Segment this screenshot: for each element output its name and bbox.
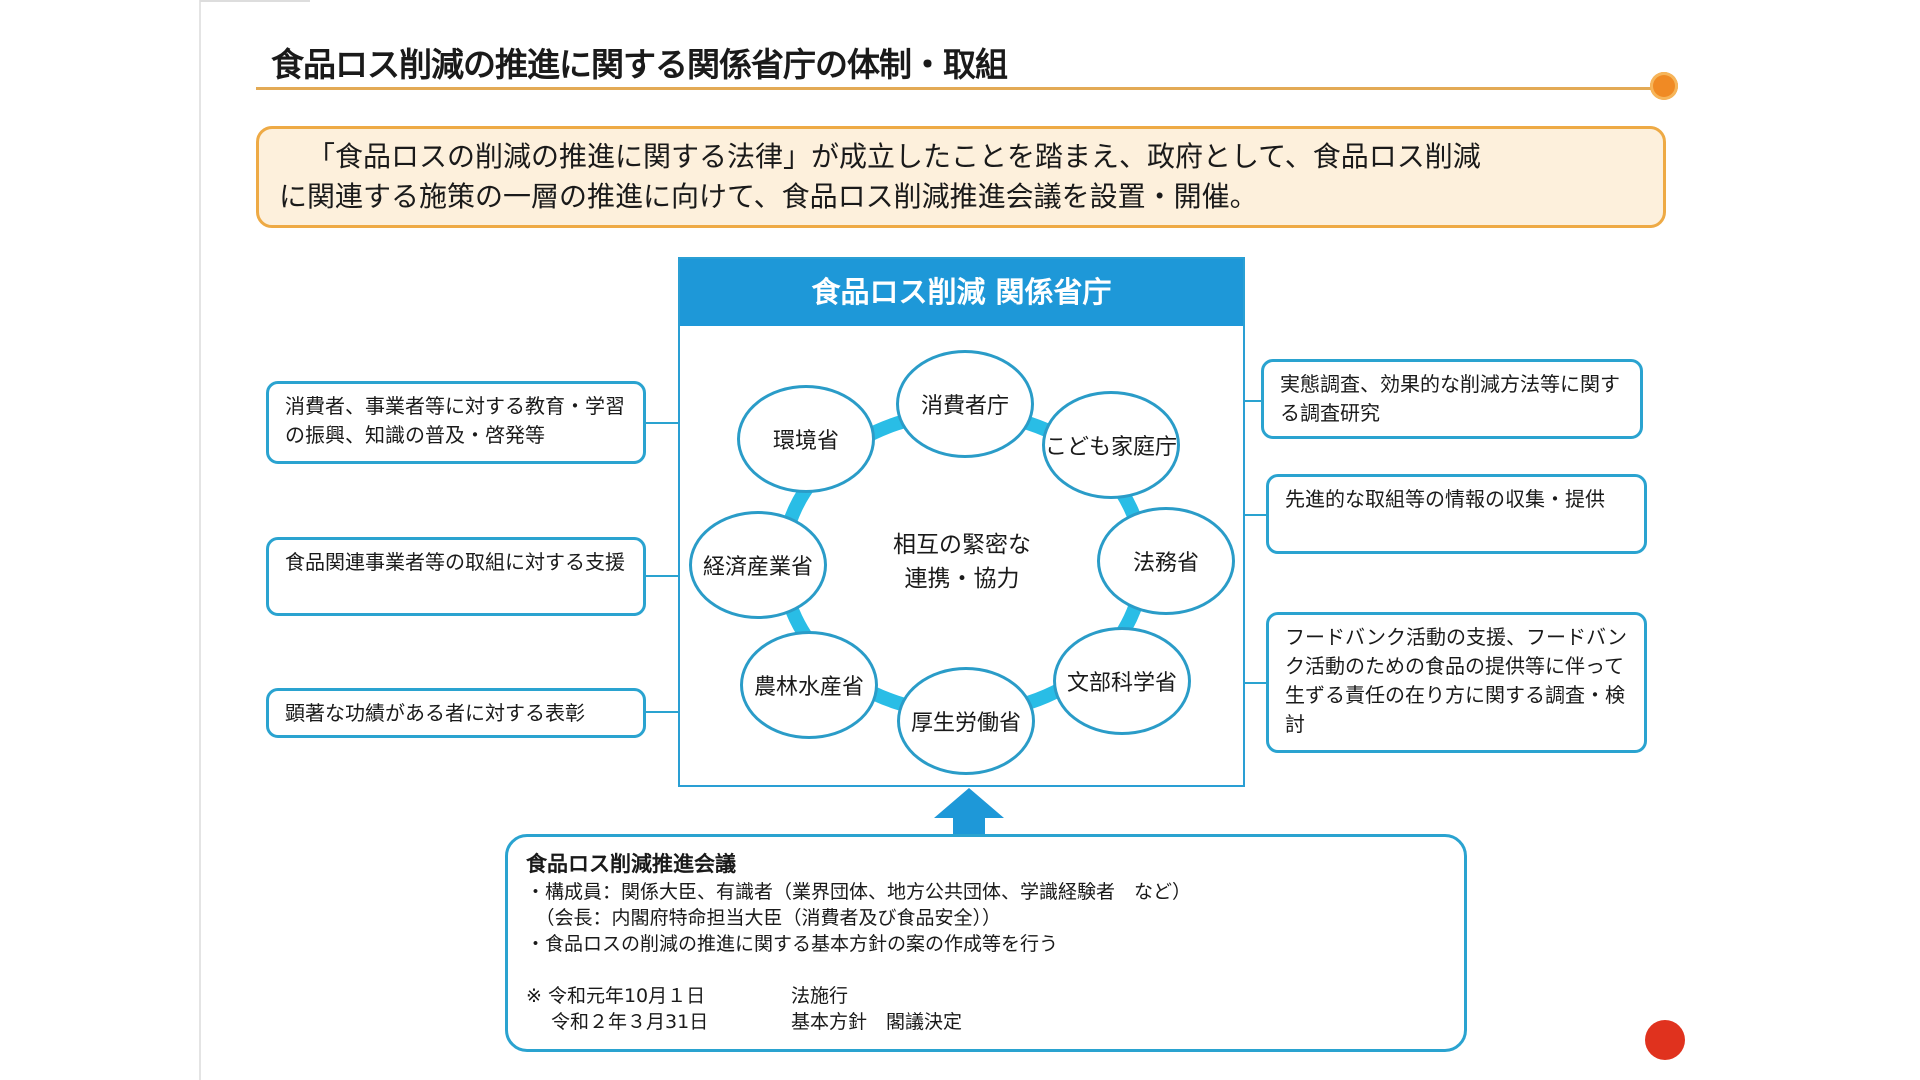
connector bbox=[646, 711, 678, 713]
ministry-circle: 文部科学省 bbox=[1053, 627, 1191, 735]
center-line-2: 連携・協力 bbox=[904, 566, 1020, 592]
right-item: フードバンク活動の支援、フードバンク活動のための食品の提供等に伴って生ずる責任の… bbox=[1266, 612, 1647, 753]
center-text: 相互の緊密な 連携・協力 bbox=[880, 528, 1044, 596]
up-arrow-icon bbox=[934, 788, 1004, 848]
ministry-circle: 環境省 bbox=[737, 385, 875, 493]
intro-line-1: 「食品ロスの削減の推進に関する法律」が成立したことを踏まえ、政府として、食品ロス… bbox=[307, 140, 1481, 173]
council-heading: 食品ロス削減推進会議 bbox=[526, 852, 736, 876]
connector bbox=[646, 422, 678, 424]
left-item: 食品関連事業者等の取組に対する支援 bbox=[266, 537, 646, 616]
intro-line-2: に関連する施策の一層の推進に向けて、食品ロス削減推進会議を設置・開催。 bbox=[279, 180, 1258, 213]
flower-icon bbox=[1650, 72, 1678, 100]
page-top-line bbox=[200, 0, 310, 2]
mascot-icon bbox=[1645, 1020, 1685, 1060]
left-item: 消費者、事業者等に対する教育・学習の振興、知識の普及・啓発等 bbox=[266, 381, 646, 464]
title-underline bbox=[256, 87, 1661, 90]
page-edge-line bbox=[199, 0, 201, 1080]
date-event: 法施行 bbox=[791, 985, 849, 1007]
ministry-circle: 厚生労働省 bbox=[897, 667, 1035, 775]
council-box: 食品ロス削減推進会議 ・構成員：関係大臣、有識者（業界団体、地方公共団体、学識経… bbox=[505, 834, 1467, 1052]
council-dates: ※ 令和元年10月１日 法施行 令和２年３月31日 基本方針 閣議決定 bbox=[526, 983, 1446, 1035]
intro-box: 「食品ロスの削減の推進に関する法律」が成立したことを踏まえ、政府として、食品ロス… bbox=[256, 126, 1666, 228]
council-line: （会長：内閣府特命担当大臣（消費者及び食品安全）） bbox=[526, 907, 1002, 929]
connector bbox=[1245, 514, 1266, 516]
connector bbox=[1245, 682, 1266, 684]
connector bbox=[1245, 400, 1261, 402]
date: ※ 令和元年10月１日 bbox=[526, 985, 706, 1007]
date-event: 基本方針 閣議決定 bbox=[791, 1011, 963, 1033]
date: 令和２年３月31日 bbox=[526, 1011, 709, 1033]
ministry-circle: 経済産業省 bbox=[689, 511, 827, 619]
ministry-circle: 法務省 bbox=[1097, 507, 1235, 615]
left-item: 顕著な功績がある者に対する表彰 bbox=[266, 688, 646, 738]
page-title: 食品ロス削減の推進に関する関係省庁の体制・取組 bbox=[271, 45, 1008, 84]
council-line: ・食品ロスの削減の推進に関する基本方針の案の作成等を行う bbox=[526, 933, 1059, 955]
ministry-circle: 農林水産省 bbox=[740, 631, 878, 739]
ministry-circle: 消費者庁 bbox=[896, 350, 1034, 458]
council-line: ・構成員：関係大臣、有識者（業界団体、地方公共団体、学識経験者 など） bbox=[526, 881, 1192, 903]
connector bbox=[646, 575, 678, 577]
center-line-1: 相互の緊密な bbox=[893, 532, 1031, 558]
ministry-circle: こども家庭庁 bbox=[1042, 391, 1180, 499]
right-item: 実態調査、効果的な削減方法等に関する調査研究 bbox=[1261, 359, 1643, 439]
right-item: 先進的な取組等の情報の収集・提供 bbox=[1266, 474, 1647, 554]
panel-title: 食品ロス削減 関係省庁 bbox=[680, 259, 1243, 326]
